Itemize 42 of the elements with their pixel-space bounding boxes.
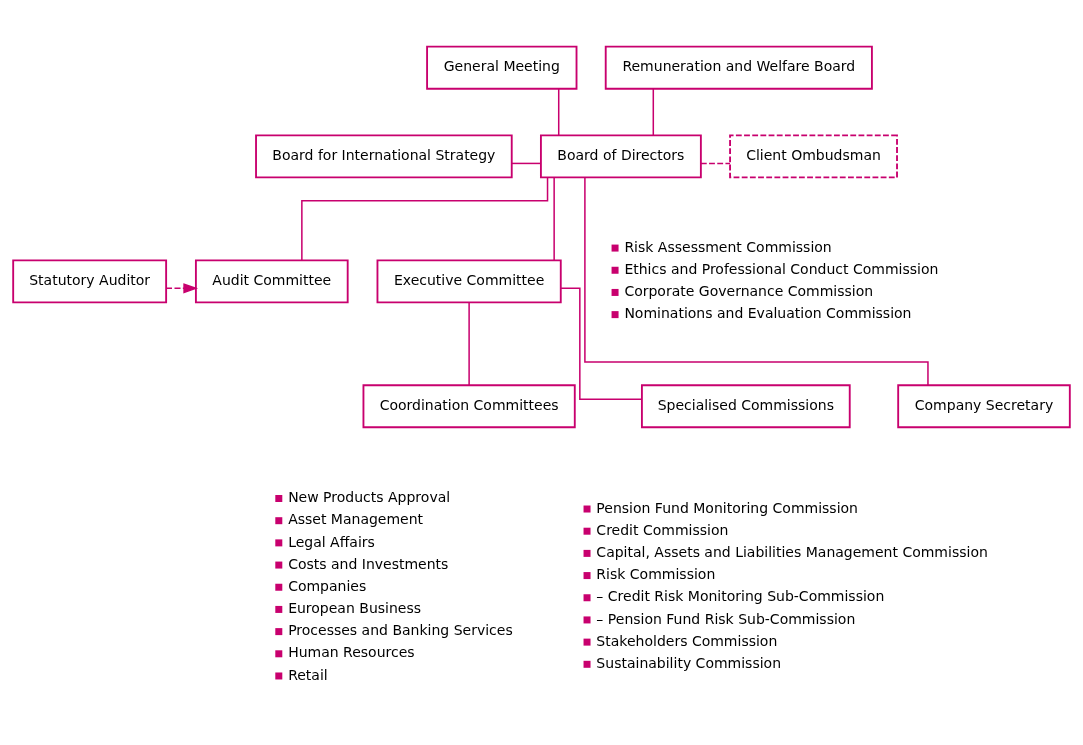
connector <box>557 87 560 136</box>
node-box: Client Ombudsman <box>729 133 898 178</box>
node-label: European Business <box>288 599 422 616</box>
node-label: – Pension Fund Risk Sub-Commission <box>596 610 856 627</box>
label: Ethics and Professional Conduct Commission <box>624 260 939 277</box>
node-box: Specialised Commissions <box>640 383 851 428</box>
arrow <box>165 282 199 293</box>
node-box: Coordination Committees <box>362 383 576 428</box>
node-label: Human Resources <box>288 643 415 660</box>
node-label: Pension Fund Monitoring Commission <box>596 499 858 516</box>
node-label: Stakeholders Commission <box>596 632 778 649</box>
connector <box>700 162 731 164</box>
label: Risk Assessment Commission <box>624 238 832 255</box>
node-label: Credit Commission <box>596 521 729 538</box>
connector <box>652 87 655 136</box>
node-box: Company Secretary <box>897 383 1071 428</box>
connector <box>468 301 470 386</box>
node-box: General Meeting <box>426 45 578 90</box>
node-box: Statutory Auditor <box>12 258 168 303</box>
connector <box>553 176 555 261</box>
node-label: Legal Affairs <box>288 533 375 549</box>
label: Corporate Governance Commission <box>624 282 874 299</box>
node-label: Retail <box>288 666 328 683</box>
connector <box>511 162 542 164</box>
node-box: Board for International Strategy <box>255 133 513 178</box>
connector <box>560 287 643 400</box>
node-label: Processes and Banking Services <box>288 621 513 638</box>
node-label: Asset Management <box>288 510 424 527</box>
node-label: Sustainability Commission <box>596 654 782 671</box>
label: Nominations and Evaluation Commission <box>624 304 912 321</box>
node-box: Remuneration and Welfare Board <box>604 45 873 90</box>
node-label: New Products Approval <box>288 488 451 505</box>
node-label: Risk Commission <box>596 565 716 582</box>
node-label: Capital, Assets and Liabilities Management Commission <box>596 543 988 560</box>
connector <box>584 176 929 386</box>
node-box: Board of Directors <box>540 133 702 178</box>
node-label: Companies <box>288 577 367 594</box>
node-box: Executive Committee <box>376 258 562 303</box>
connector <box>301 176 549 261</box>
node-box: Audit Committee <box>194 258 349 303</box>
node-label: – Credit Risk Monitoring Sub-Commission <box>596 587 885 604</box>
node-label: Costs and Investments <box>288 555 449 572</box>
